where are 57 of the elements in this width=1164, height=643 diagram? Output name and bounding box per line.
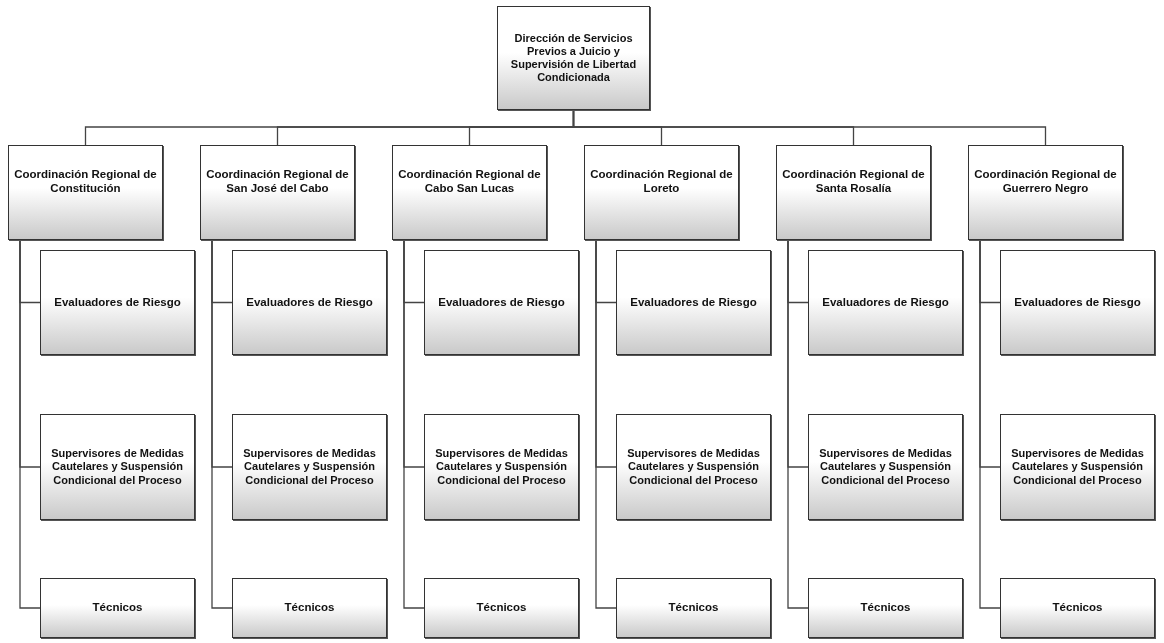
connector-line <box>572 109 1047 146</box>
org-box <box>424 414 579 520</box>
connector-line <box>211 239 233 609</box>
org-box <box>424 578 579 638</box>
box-label: Coordinación Regional de Santa Rosalía <box>782 168 925 196</box>
box-label: Coordinación Regional de Cabo San Lucas <box>398 168 541 196</box>
org-box <box>232 414 387 520</box>
org-box <box>808 414 963 520</box>
org-box <box>200 145 355 240</box>
org-box <box>392 145 547 240</box>
connector-line <box>787 239 809 609</box>
org-box <box>1000 414 1155 520</box>
box-label: Coordinación Regional de San José del Cabo <box>206 168 349 196</box>
org-box <box>808 250 963 355</box>
connector-line <box>979 239 1001 609</box>
org-box <box>1000 250 1155 355</box>
org-box <box>8 145 163 240</box>
box-label: Evaluadores de Riesgo <box>54 295 181 310</box>
box-label: Evaluadores de Riesgo <box>822 295 949 310</box>
connector-line <box>403 239 425 609</box>
org-box <box>497 6 650 110</box>
box-label: Coordinación Regional de Loreto <box>590 168 733 196</box>
box-label: Técnicos <box>668 601 719 615</box>
box-label: Técnicos <box>476 601 527 615</box>
org-box <box>424 250 579 355</box>
org-box <box>968 145 1123 240</box>
org-box <box>616 414 771 520</box>
box-label: Técnicos <box>860 601 911 615</box>
box-label: Supervisores de Medidas Cautelares y Suspensión Condicional del Proceso <box>50 447 185 487</box>
org-box <box>584 145 739 240</box>
org-box <box>616 578 771 638</box>
box-label: Supervisores de Medidas Cautelares y Suspensión Condicional del Proceso <box>818 447 953 487</box>
box-label: Coordinación Regional de Constitución <box>14 168 157 196</box>
box-label: Evaluadores de Riesgo <box>438 295 565 310</box>
org-box <box>40 578 195 638</box>
box-label: Evaluadores de Riesgo <box>1014 295 1141 310</box>
org-box <box>232 578 387 638</box>
box-label: Supervisores de Medidas Cautelares y Suspensión Condicional del Proceso <box>434 447 569 487</box>
box-label: Evaluadores de Riesgo <box>246 295 373 310</box>
org-box <box>40 414 195 520</box>
box-label: Supervisores de Medidas Cautelares y Suspensión Condicional del Proceso <box>242 447 377 487</box>
box-label: Técnicos <box>1052 601 1103 615</box>
box-label: Dirección de Servicios Previos a Juicio y Supervisión de Libertad Condicionada <box>509 31 638 85</box>
box-label: Técnicos <box>92 601 143 615</box>
box-label: Evaluadores de Riesgo <box>630 295 757 310</box>
org-box <box>1000 578 1155 638</box>
connector-line <box>595 239 617 609</box>
org-box <box>616 250 771 355</box>
box-label: Técnicos <box>284 601 335 615</box>
box-label: Supervisores de Medidas Cautelares y Suspensión Condicional del Proceso <box>1010 447 1145 487</box>
org-box <box>808 578 963 638</box>
org-box <box>40 250 195 355</box>
org-box <box>232 250 387 355</box>
box-label: Supervisores de Medidas Cautelares y Suspensión Condicional del Proceso <box>626 447 761 487</box>
connector-line <box>19 239 41 609</box>
box-label: Coordinación Regional de Guerrero Negro <box>974 168 1117 196</box>
org-box <box>776 145 931 240</box>
